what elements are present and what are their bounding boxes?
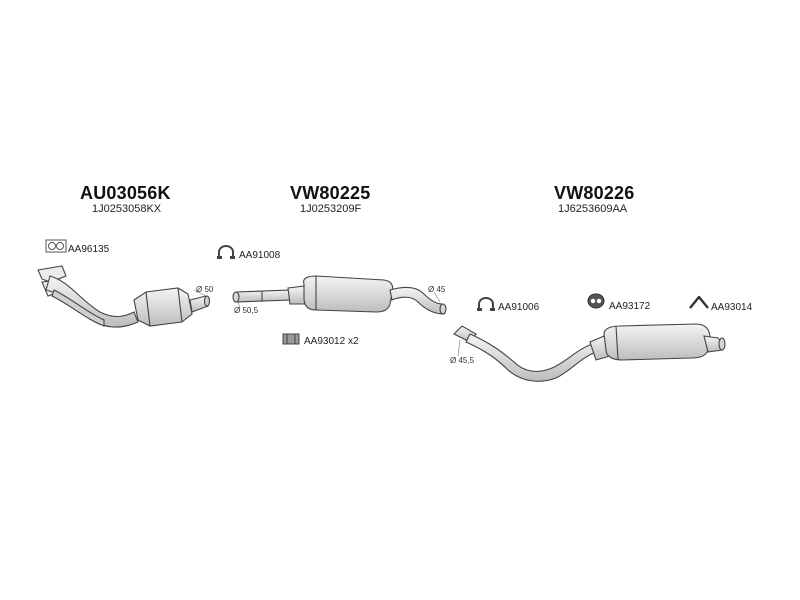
clamp-icon	[217, 245, 235, 259]
accessory-qty-aa93012: x2	[347, 336, 359, 347]
accessory-label-aa91008: AA91008	[239, 250, 281, 261]
diameter-label-45: Ø 45	[428, 285, 446, 294]
accessory-label-aa93172: AA93172	[609, 301, 651, 312]
accessory-code-aa93012: AA93012	[304, 336, 346, 347]
group-title-vw80225: VW80225	[290, 183, 371, 203]
front-pipe-catalyst	[37, 265, 211, 328]
rear-silencer	[453, 323, 726, 382]
middle-silencer	[232, 275, 447, 315]
diameter-label-45-5: Ø 45,5	[450, 356, 475, 365]
diameter-label-50: Ø 50	[196, 285, 214, 294]
diameter-label-50-5: Ø 50,5	[234, 306, 259, 315]
group-title-au03056k: AU03056K	[80, 183, 171, 203]
gasket-icon	[45, 239, 67, 253]
group-code-vw80226: 1J6253609AA	[558, 203, 628, 215]
hanger-icon	[689, 295, 709, 309]
accessory-label-aa93014: AA93014	[711, 302, 753, 313]
group-code-vw80225: 1J0253209F	[300, 203, 362, 215]
bracket-icon	[282, 333, 300, 345]
accessory-label-aa93012: AA93012 x2	[304, 336, 359, 347]
accessory-label-aa96135: AA96135	[68, 244, 110, 255]
group-title-vw80226: VW80226	[554, 183, 635, 203]
group-code-au03056k: 1J0253058KX	[92, 203, 162, 215]
clamp-icon	[477, 297, 495, 311]
rubber-ring-icon	[587, 293, 605, 309]
accessory-label-aa91006: AA91006	[498, 302, 540, 313]
